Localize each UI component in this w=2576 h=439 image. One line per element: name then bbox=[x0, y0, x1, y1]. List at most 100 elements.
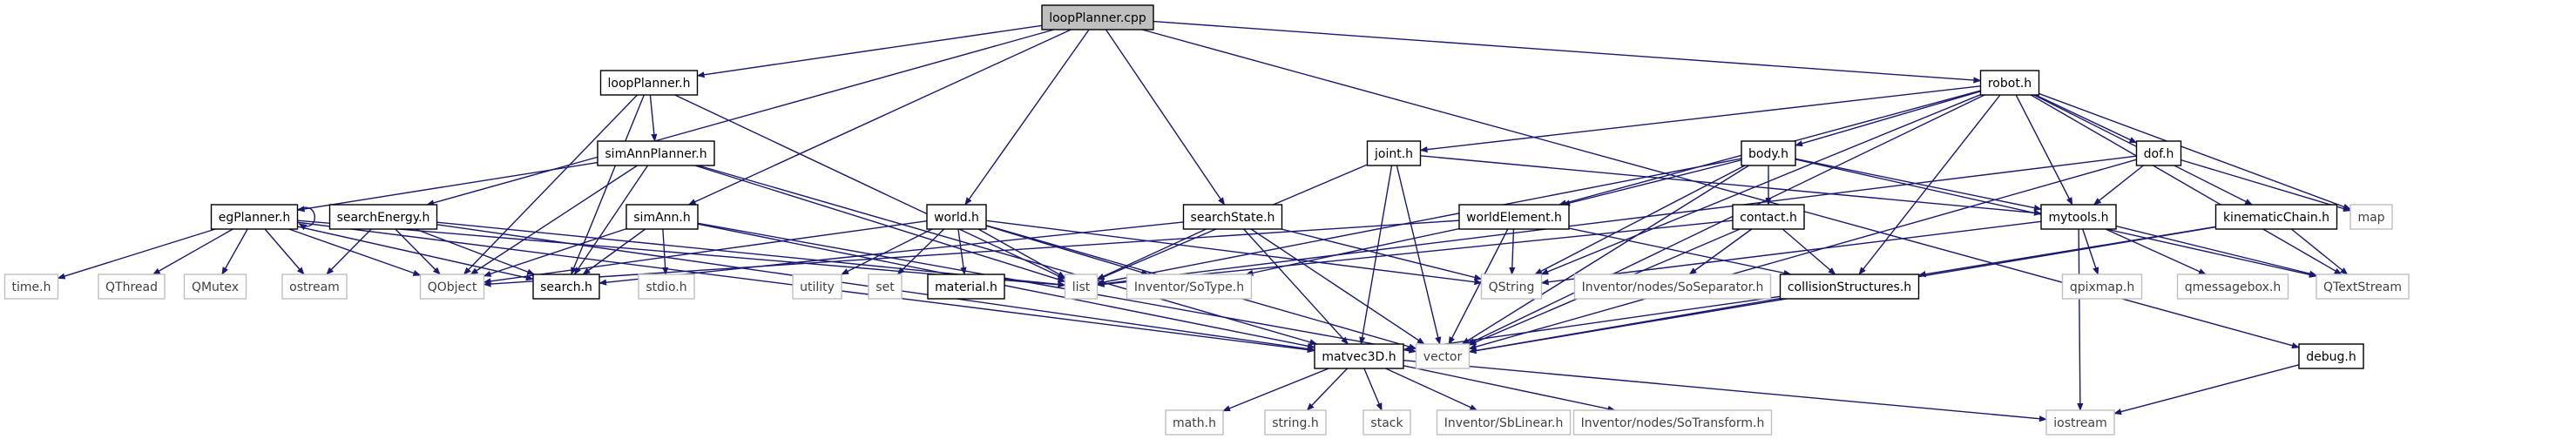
edge-matvec3d-h-to-stack bbox=[1363, 368, 1383, 411]
node-egplanner-h[interactable]: egPlanner.h bbox=[210, 204, 299, 230]
node-math-h: math.h bbox=[1165, 409, 1224, 436]
node-label: utility bbox=[800, 280, 835, 294]
node-qstring: QString bbox=[1480, 274, 1543, 300]
edge-searchenergy-h-to-search-h bbox=[415, 228, 536, 275]
edge-joint-h-to-vector bbox=[1396, 165, 1442, 345]
edge-robot-h-to-qstring bbox=[1540, 94, 1981, 275]
node-matvec3d-h[interactable]: matvec3D.h bbox=[1314, 343, 1404, 369]
node-label: set bbox=[876, 280, 895, 294]
edge-robot-h-to-body-h bbox=[1795, 91, 1981, 147]
node-box bbox=[183, 274, 247, 300]
node-box bbox=[1458, 204, 1570, 230]
edge-simannplanner-h-to-list bbox=[694, 165, 1066, 283]
edge-dof-h-to-mytools-h bbox=[2093, 165, 2144, 206]
edge-mytools-h-to-qmessagebox-h bbox=[2105, 228, 2207, 275]
node-search-h[interactable]: search.h bbox=[532, 274, 600, 300]
node-dof-h[interactable]: dof.h bbox=[2135, 140, 2182, 166]
edge-searchenergy-h-to-qobject bbox=[395, 228, 441, 275]
edge-matvec3d-h-to-inventor-nodes-sotransform-h bbox=[1403, 365, 1616, 412]
edge-joint-h-to-matvec3d-h bbox=[1359, 165, 1393, 345]
edge-loopplanner-cpp-to-debug-h bbox=[1141, 29, 2300, 349]
node-label: math.h bbox=[1173, 416, 1216, 430]
node-stdio-h: stdio.h bbox=[638, 274, 695, 300]
edge-robot-h-to-vector bbox=[1467, 94, 1985, 345]
edge-searchstate-h-to-qstring bbox=[1281, 228, 1483, 280]
node-box bbox=[532, 274, 600, 300]
node-label: simAnnPlanner.h bbox=[605, 147, 707, 161]
node-label: body.h bbox=[1748, 147, 1788, 161]
node-robot-h[interactable]: robot.h bbox=[1979, 70, 2040, 96]
edge-robot-h-to-dof-h bbox=[2035, 94, 2138, 144]
node-label: QObject bbox=[428, 280, 477, 294]
edge-robot-h-to-map bbox=[2038, 92, 2351, 210]
edge-loopplanner-cpp-to-robot-h bbox=[1153, 20, 1982, 84]
node-label: Inventor/SbLinear.h bbox=[1444, 416, 1564, 430]
node-box bbox=[210, 204, 299, 230]
node-label: loopPlanner.h bbox=[608, 77, 691, 91]
edge-robot-h-to-mytools-h bbox=[2015, 94, 2073, 206]
node-box bbox=[2316, 274, 2410, 300]
node-label: egPlanner.h bbox=[219, 211, 291, 225]
edge-loopplanner-h-to-simannplanner-h bbox=[649, 94, 658, 142]
node-contact-h[interactable]: contact.h bbox=[1732, 204, 1805, 230]
edge-worldelement-h-to-vector bbox=[1448, 228, 1509, 345]
edge-world-h-to-set bbox=[896, 228, 945, 275]
node-debug-h[interactable]: debug.h bbox=[2298, 343, 2364, 369]
edge-matvec3d-h-to-string-h bbox=[1306, 368, 1349, 411]
edge-egplanner-h-to-qobject bbox=[288, 228, 422, 276]
edge-robot-h-to-qtextstream bbox=[2030, 94, 2343, 275]
edge-simann-h-to-stdio-h bbox=[662, 228, 669, 275]
edge-egplanner-h-to-search-h bbox=[297, 226, 534, 281]
node-box bbox=[1436, 409, 1572, 436]
node-box bbox=[2040, 204, 2117, 230]
node-ostream: ostream bbox=[281, 274, 348, 300]
node-body-h[interactable]: body.h bbox=[1741, 140, 1796, 166]
edge-mytools-h-to-qtextstream bbox=[2115, 225, 2317, 277]
node-box bbox=[868, 274, 903, 300]
node-simann-h[interactable]: simAnn.h bbox=[625, 204, 699, 230]
edge-collisionstructures-h-to-vector bbox=[1468, 297, 1781, 354]
node-joint-h[interactable]: joint.h bbox=[1366, 140, 1422, 166]
node-mytools-h[interactable]: mytools.h bbox=[2040, 204, 2117, 230]
node-box bbox=[1415, 343, 1471, 369]
node-box bbox=[926, 204, 987, 230]
edge-loopplanner-cpp-to-world-h bbox=[964, 29, 1090, 206]
edge-kinematicchain-h-to-qtextstream bbox=[2290, 228, 2349, 275]
node-loopplanner-cpp[interactable]: loopPlanner.cpp bbox=[1041, 4, 1154, 30]
node-box bbox=[2176, 274, 2289, 300]
node-world-h[interactable]: world.h bbox=[926, 204, 987, 230]
node-label: search.h bbox=[540, 280, 592, 294]
edge-searchstate-h-to-matvec3d-h bbox=[1243, 228, 1349, 345]
node-collisionstructures-h[interactable]: collisionStructures.h bbox=[1779, 274, 1920, 300]
node-loopplanner-h[interactable]: loopPlanner.h bbox=[599, 70, 699, 96]
edge-body-h-to-vector bbox=[1461, 165, 1749, 345]
node-layer: loopPlanner.cpp loopPlanner.h robot.h simAn… bbox=[3, 4, 2410, 436]
node-material-h[interactable]: material.h bbox=[927, 274, 1005, 300]
node-simannplanner-h[interactable]: simAnnPlanner.h bbox=[597, 140, 715, 166]
node-label: iostream bbox=[2053, 416, 2107, 430]
node-searchstate-h[interactable]: searchState.h bbox=[1182, 204, 1283, 230]
node-box bbox=[328, 204, 438, 230]
node-map: map bbox=[2350, 204, 2393, 230]
edge-body-h-to-qstring bbox=[1534, 165, 1746, 275]
edge-world-h-to-qobject bbox=[483, 220, 928, 285]
edge-body-h-to-mytools-h bbox=[1795, 158, 2042, 212]
node-box bbox=[1264, 409, 1327, 436]
edge-searchenergy-h-to-ostream bbox=[326, 228, 372, 275]
edge-contact-h-to-collisionstructures-h bbox=[1782, 228, 1836, 275]
node-label: QTextStream bbox=[2323, 280, 2402, 294]
node-stack: stack bbox=[1362, 409, 1411, 436]
node-vector: vector bbox=[1415, 343, 1471, 369]
edge-simannplanner-h-to-qobject bbox=[470, 165, 638, 275]
node-searchenergy-h[interactable]: searchEnergy.h bbox=[328, 204, 438, 230]
node-box bbox=[638, 274, 695, 300]
node-label: kinematicChain.h bbox=[2223, 211, 2329, 225]
node-kinematicchain-h[interactable]: kinematicChain.h bbox=[2214, 204, 2338, 230]
node-label: dof.h bbox=[2144, 147, 2174, 161]
edge-joint-h-to-mytools-h bbox=[1420, 155, 2042, 216]
node-box bbox=[625, 204, 699, 230]
node-box bbox=[2298, 343, 2364, 369]
edge-loopplanner-cpp-to-loopplanner-h bbox=[696, 24, 1043, 78]
node-worldelement-h[interactable]: worldElement.h bbox=[1458, 204, 1570, 230]
edge-body-h-to-worldelement-h bbox=[1562, 159, 1742, 206]
